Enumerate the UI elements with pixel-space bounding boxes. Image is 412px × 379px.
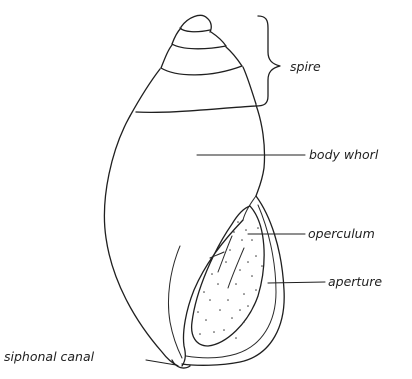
spire (130, 15, 256, 116)
label-operculum: operculum (308, 226, 375, 241)
operculum (192, 206, 264, 346)
spire-brace (256, 16, 280, 106)
label-aperture: aperture (328, 274, 382, 289)
label-siphonal-canal: siphonal canal (4, 349, 95, 364)
shell (104, 15, 284, 368)
label-spire: spire (290, 59, 321, 74)
operculum-stipple (197, 221, 263, 339)
label-body-whorl: body whorl (309, 147, 379, 162)
aperture-lip (168, 196, 284, 366)
leader-aperture (268, 282, 325, 283)
